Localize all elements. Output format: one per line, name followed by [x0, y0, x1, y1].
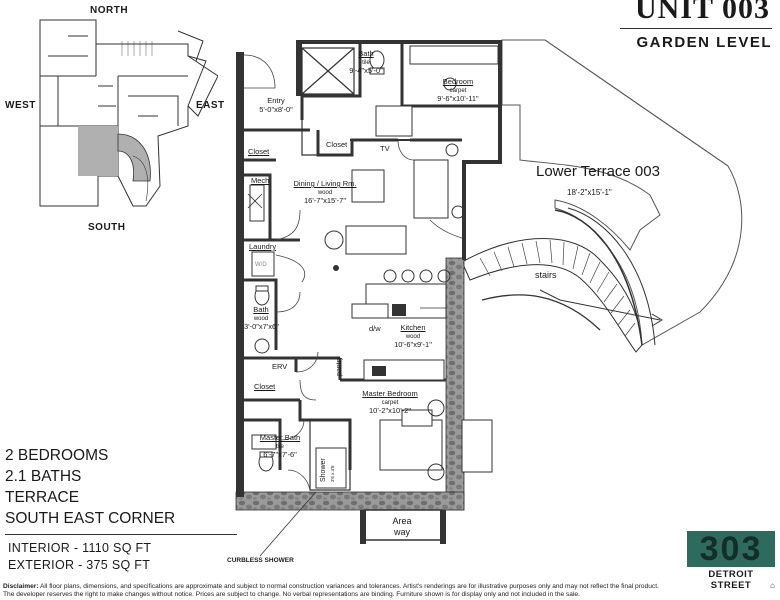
- room-dining-name: Dining / Living Rm.: [293, 179, 357, 188]
- room-master-bedroom-name: Master Bedroom: [362, 389, 418, 398]
- compass-north: NORTH: [90, 5, 129, 16]
- shower-dims: 3'6 x 4'8: [330, 465, 335, 482]
- room-entry-dims: 5'-0"x8'-0": [259, 105, 293, 114]
- wd-label: W/D: [255, 262, 267, 268]
- room-areaway: Area way: [380, 516, 424, 538]
- room-dining: Dining / Living Rm. wood 16'-7"x15'-7": [283, 179, 367, 206]
- room-bath-top: Bath tile 9'-4"x5'-0": [338, 49, 394, 76]
- room-half-bath-dims: 3'-0"x7'x6": [244, 322, 279, 331]
- room-laundry: Laundry: [249, 242, 277, 251]
- terrace-name: Lower Terrace 003: [536, 163, 660, 180]
- room-closet-left: Closet: [248, 147, 270, 156]
- room-bedroom-dims: 9'-6"x10'-11": [437, 94, 479, 103]
- room-areaway-line1: Area: [392, 516, 412, 526]
- room-master-bedroom-dims: 10'-2"x10'-2": [369, 406, 411, 415]
- pantry-label: pantry: [336, 356, 343, 376]
- room-entry: Entry 5'-0"x8'-0": [254, 96, 298, 114]
- room-closet-master: Closet: [254, 382, 276, 391]
- room-master-bath: Master Bath tile 6'-7"x7'-6": [254, 433, 306, 460]
- erv-label: ERV: [272, 362, 288, 371]
- brand-logo: 303 DETROIT STREET ⌂: [687, 530, 775, 591]
- title-divider: [620, 28, 772, 29]
- room-dining-dims: 16'-7"x15'-7": [304, 196, 346, 205]
- features-divider: [5, 534, 237, 535]
- features-list: 2 BEDROOMS 2.1 BATHS TERRACE SOUTH EAST …: [5, 445, 175, 529]
- room-bath-top-finish: tile: [362, 59, 370, 66]
- room-kitchen: Kitchen wood 10'-6"x9'-1": [388, 323, 438, 350]
- feature-terrace: TERRACE: [5, 489, 80, 506]
- compass-west: WEST: [5, 100, 36, 111]
- logo-block: [687, 531, 775, 567]
- tv-label: TV: [380, 144, 390, 153]
- room-dining-finish: wood: [317, 189, 333, 196]
- logo-street: DETROIT STREET: [708, 569, 754, 591]
- room-master-bath-dims: 6'-7"x7'-6": [263, 450, 297, 459]
- compass-south: SOUTH: [88, 222, 126, 233]
- room-master-bedroom-finish: carpet: [381, 399, 399, 406]
- room-bedroom: Bedroom carpet 9'-6"x10'-11": [428, 77, 488, 104]
- room-kitchen-finish: wood: [405, 333, 421, 340]
- room-closet-top: Closet: [326, 140, 348, 149]
- room-kitchen-name: Kitchen: [400, 323, 426, 332]
- room-mech: Mech: [251, 176, 270, 185]
- room-bedroom-name: Bedroom: [442, 77, 474, 86]
- key-plan: [39, 19, 218, 207]
- equal-housing-icon: ⌂: [770, 581, 775, 590]
- disclaimer-label: Disclaimer:: [3, 583, 39, 590]
- room-entry-name: Entry: [267, 96, 285, 105]
- square-footage: INTERIOR - 1110 SQ FT EXTERIOR - 375 SQ …: [8, 540, 151, 574]
- room-half-bath-name: Bath: [253, 305, 269, 314]
- room-bath-top-dims: 9'-4"x5'-0": [349, 66, 383, 75]
- room-master-bedroom: Master Bedroom carpet 10'-2"x10'-2": [352, 389, 428, 416]
- room-bedroom-finish: carpet: [449, 87, 467, 94]
- level-label: GARDEN LEVEL: [636, 34, 772, 51]
- dishwasher-label: d/w: [369, 324, 381, 333]
- room-areaway-line2: way: [393, 527, 410, 537]
- unit-title: UNIT 003: [635, 0, 770, 25]
- compass-east: EAST: [196, 100, 225, 111]
- feature-bedrooms: 2 BEDROOMS: [5, 447, 109, 464]
- exterior-sqft: EXTERIOR - 375 SQ FT: [8, 558, 151, 572]
- curbless-shower-label: CURBLESS SHOWER: [227, 557, 294, 564]
- feature-corner: SOUTH EAST CORNER: [5, 510, 176, 527]
- room-half-bath-finish: wood: [253, 315, 269, 322]
- stairs-label: stairs: [535, 270, 557, 280]
- disclaimer: Disclaimer: All floor plans, dimensions,…: [3, 583, 671, 600]
- disclaimer-text: All floor plans, dimensions, and specifi…: [3, 583, 659, 599]
- room-half-bath: Bath wood 3'-0"x7'x6": [244, 305, 279, 332]
- room-bath-top-name: Bath: [358, 49, 374, 58]
- shower-label: Shower: [320, 458, 327, 482]
- interior-sqft: INTERIOR - 1110 SQ FT: [8, 541, 152, 555]
- terrace-dims: 18'-2"x15'-1": [567, 188, 612, 197]
- room-kitchen-dims: 10'-6"x9'-1": [394, 340, 432, 349]
- feature-baths: 2.1 BATHS: [5, 468, 82, 485]
- room-master-bath-name: Master Bath: [259, 433, 301, 442]
- room-master-bath-finish: tile: [276, 443, 284, 450]
- logo-number: 303: [699, 530, 763, 568]
